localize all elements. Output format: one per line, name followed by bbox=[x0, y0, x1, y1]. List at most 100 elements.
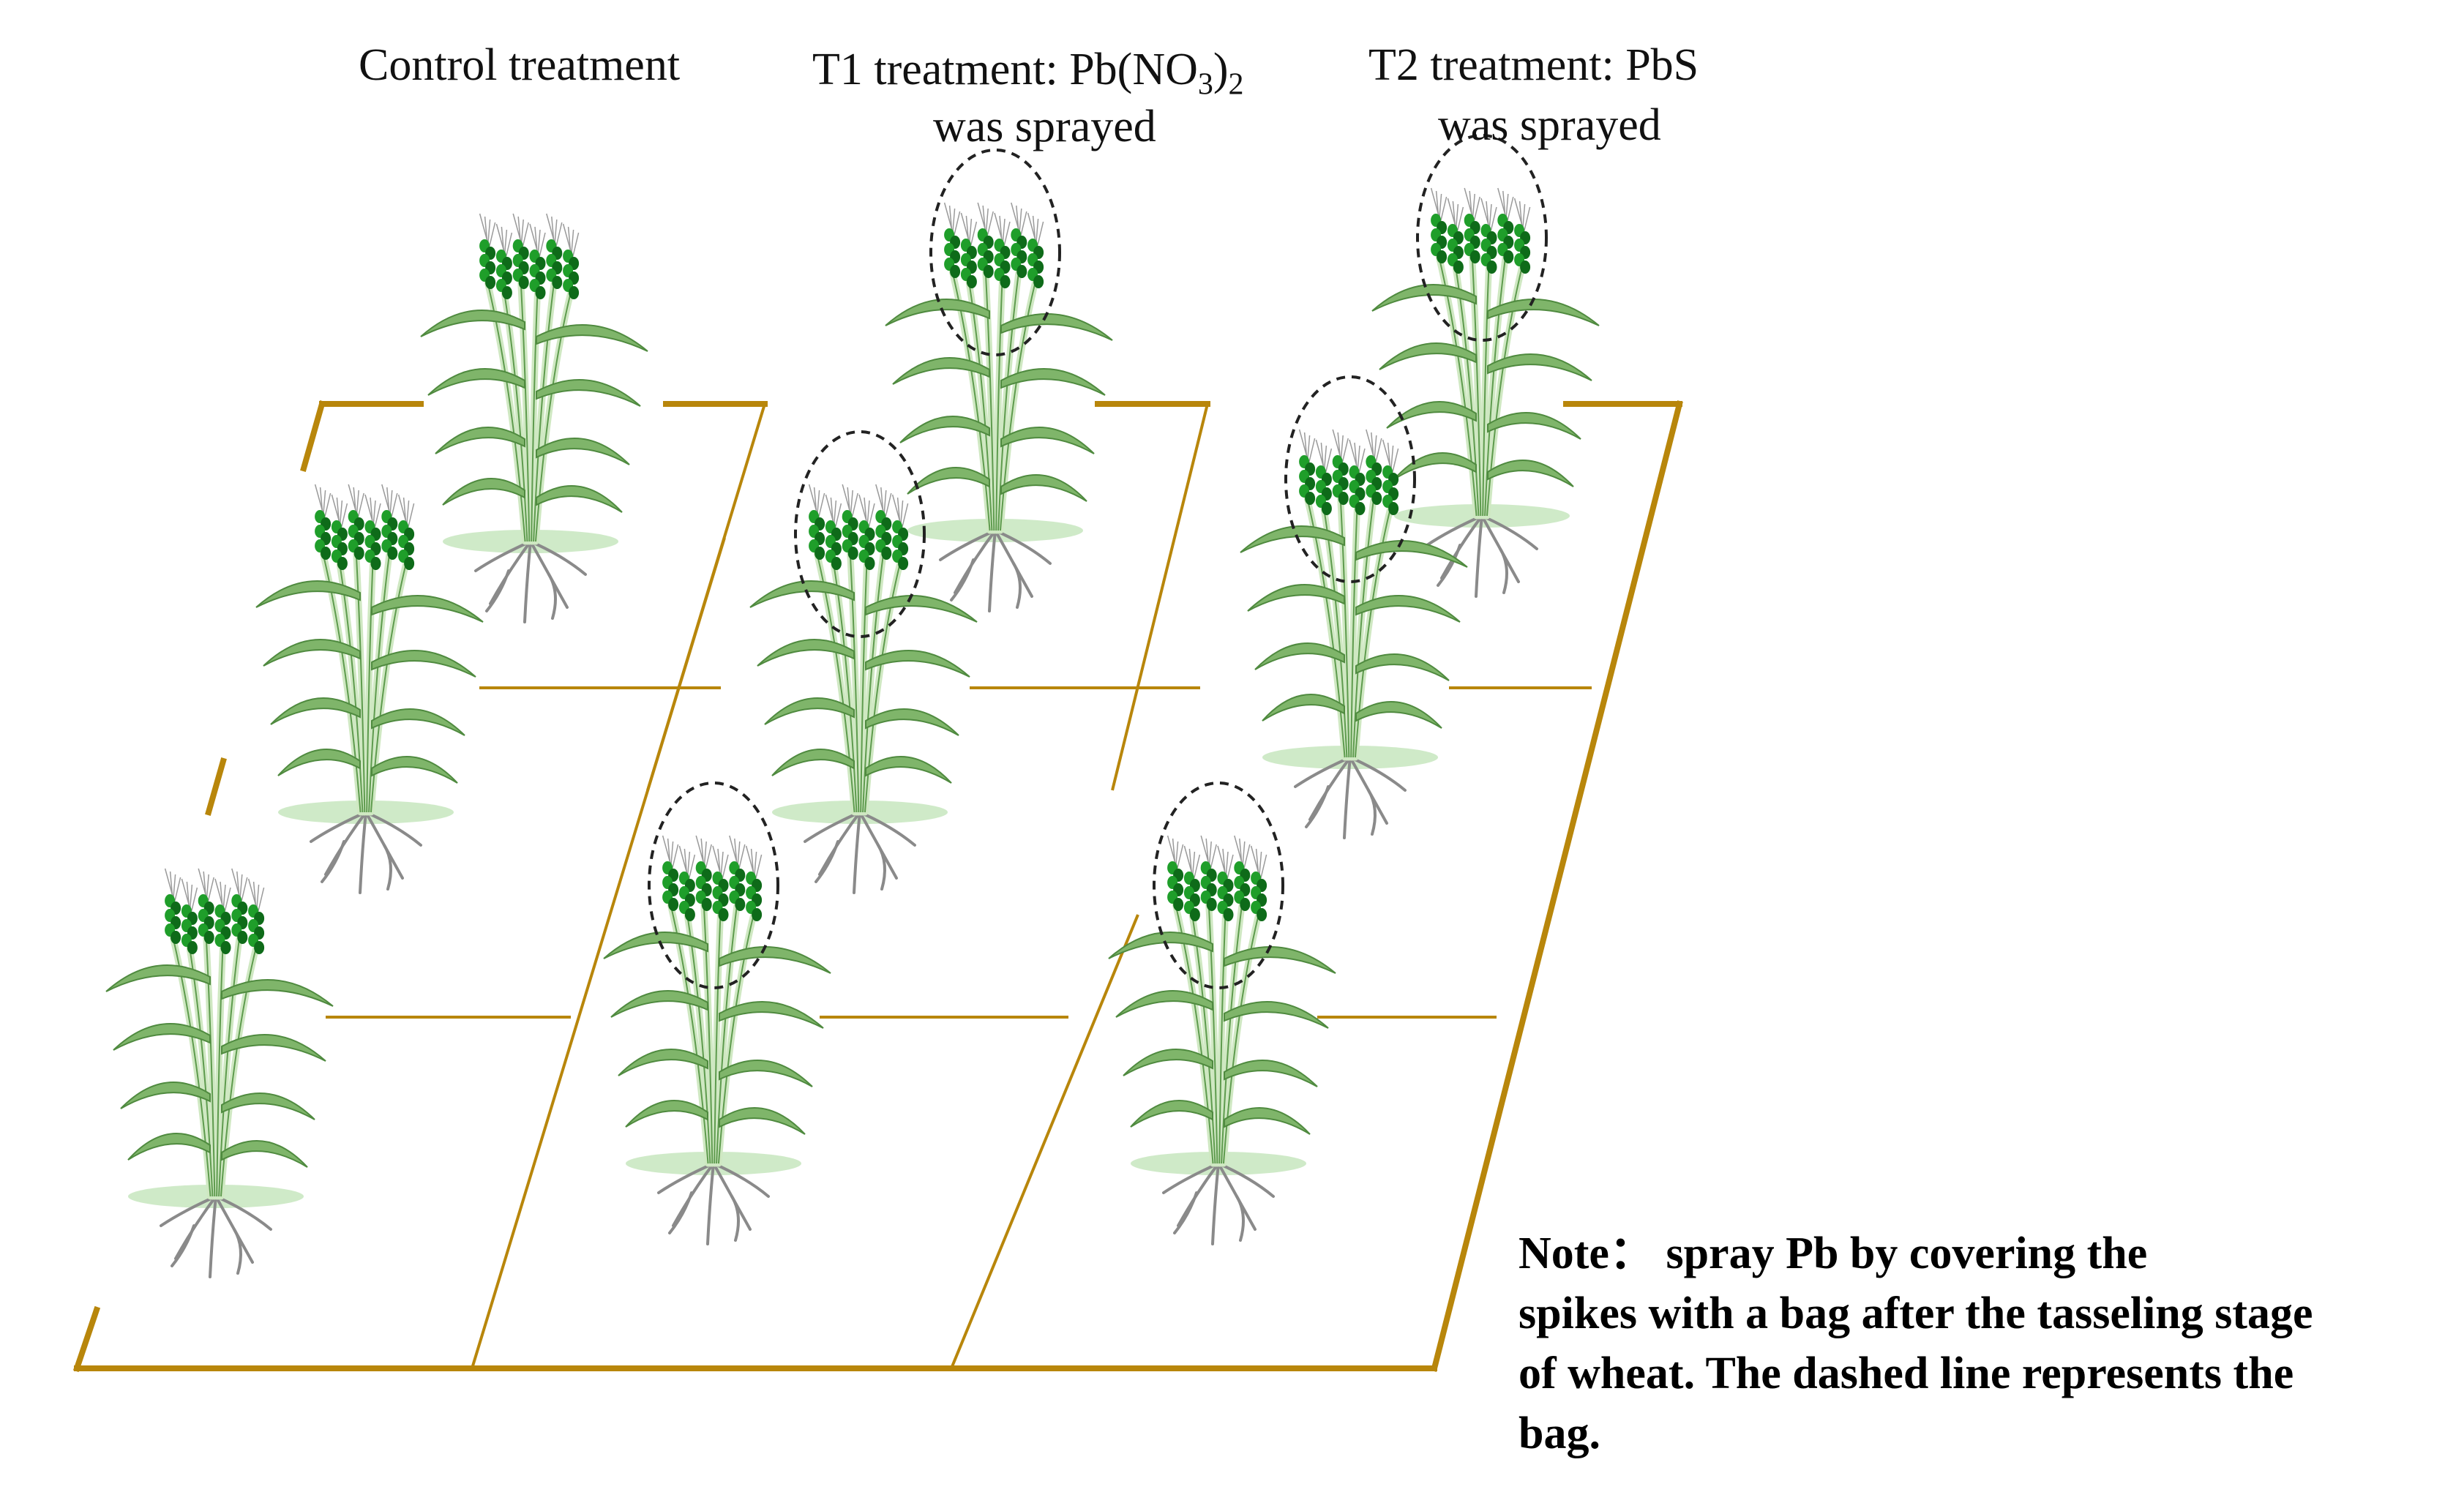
root-strand bbox=[171, 1224, 195, 1267]
plant-roots bbox=[310, 811, 422, 894]
plant-leaves bbox=[105, 964, 334, 1168]
grain bbox=[1371, 492, 1382, 505]
root-strand bbox=[1211, 1162, 1220, 1245]
t1-sub-3: 3 bbox=[1197, 67, 1213, 102]
grain bbox=[1437, 250, 1448, 263]
leaf bbox=[771, 749, 855, 776]
grain bbox=[735, 898, 746, 911]
grain bbox=[485, 276, 496, 289]
stem-outline bbox=[1482, 266, 1490, 517]
stem-outline bbox=[218, 936, 241, 1197]
grain bbox=[815, 547, 825, 560]
leaf bbox=[1355, 653, 1450, 681]
leaf bbox=[618, 1049, 708, 1076]
grain bbox=[983, 265, 994, 278]
stem-outline bbox=[1352, 497, 1375, 758]
plant-leaves bbox=[603, 932, 831, 1135]
leaf bbox=[764, 697, 855, 725]
leaf bbox=[435, 427, 525, 454]
grain bbox=[966, 275, 977, 288]
grain bbox=[1016, 265, 1027, 278]
grain bbox=[1355, 502, 1366, 515]
leaf bbox=[536, 324, 648, 352]
root-strand bbox=[668, 1191, 693, 1234]
label-t1-treatment: T1 treatment: Pb(NO3)2 bbox=[812, 40, 1244, 114]
plot-border-segment bbox=[205, 757, 227, 816]
grain bbox=[203, 931, 214, 944]
leaf bbox=[719, 1060, 813, 1087]
grain bbox=[864, 557, 875, 570]
root-strand bbox=[1437, 544, 1461, 587]
plant-spikes bbox=[1430, 187, 1531, 274]
wheat-plant bbox=[1108, 782, 1336, 1245]
grain bbox=[1338, 492, 1349, 505]
wheat-plant bbox=[105, 868, 334, 1278]
grain bbox=[1206, 898, 1217, 911]
leaf bbox=[1000, 427, 1095, 454]
grain bbox=[1189, 908, 1200, 921]
note-line-4: bag. bbox=[1519, 1409, 1600, 1458]
grain bbox=[387, 547, 398, 560]
plant-stem-outlines bbox=[1438, 255, 1524, 517]
grain bbox=[404, 557, 415, 570]
root-strand bbox=[1173, 1191, 1198, 1234]
plant-leaves bbox=[749, 580, 978, 784]
root-strand bbox=[523, 540, 532, 623]
stem-outline bbox=[997, 270, 1020, 531]
leaf bbox=[221, 1140, 308, 1168]
leaf bbox=[120, 1082, 211, 1109]
leaf bbox=[719, 946, 831, 974]
leaf bbox=[371, 708, 465, 736]
leaf bbox=[1355, 540, 1468, 568]
plant-roots bbox=[474, 540, 587, 623]
grain bbox=[1305, 492, 1316, 505]
stem-outline bbox=[703, 903, 714, 1164]
leaf bbox=[719, 1107, 806, 1135]
grain bbox=[881, 547, 892, 560]
stem-outline bbox=[531, 291, 539, 542]
leaf bbox=[371, 650, 476, 678]
plant-leaves bbox=[1371, 284, 1600, 487]
leaf bbox=[1355, 701, 1442, 729]
leaf bbox=[442, 478, 525, 506]
root-strand bbox=[233, 1228, 242, 1275]
plot-border-segment bbox=[72, 1305, 101, 1373]
leaf bbox=[270, 697, 361, 725]
bag-dashed-outline bbox=[648, 782, 779, 989]
grain bbox=[1173, 898, 1184, 911]
leaf bbox=[1487, 353, 1592, 381]
grain bbox=[684, 908, 695, 921]
leaf bbox=[1000, 313, 1113, 341]
root-strand bbox=[988, 529, 997, 612]
plant-leaves bbox=[1108, 932, 1336, 1135]
grain bbox=[337, 557, 348, 570]
plant-roots bbox=[1162, 1162, 1275, 1245]
stem-outline bbox=[995, 280, 1003, 531]
note-line-1: Note： spray Pb by covering the bbox=[1519, 1229, 2148, 1278]
stem-outline bbox=[1350, 507, 1358, 758]
plant-roots bbox=[1294, 756, 1407, 839]
bag-dashed-outline bbox=[1153, 782, 1284, 989]
leaf bbox=[625, 1100, 708, 1128]
leaf bbox=[719, 1001, 824, 1029]
grain bbox=[898, 557, 909, 570]
grain bbox=[1388, 502, 1399, 515]
leaf bbox=[610, 990, 708, 1018]
stem-outline bbox=[984, 270, 995, 531]
root-strand bbox=[877, 844, 886, 891]
plant-roots bbox=[657, 1162, 770, 1245]
plant-roots bbox=[939, 529, 1052, 612]
root-strand bbox=[815, 840, 839, 883]
wheat-plant bbox=[420, 213, 648, 623]
plant-spikes bbox=[314, 484, 415, 570]
plot-border-segment bbox=[300, 400, 326, 472]
t1-title: T1 treatment: Pb(NO bbox=[812, 45, 1198, 94]
grain bbox=[237, 931, 248, 944]
plot-grid-line bbox=[471, 537, 726, 1369]
leaf bbox=[1130, 1100, 1213, 1128]
wheat-plant bbox=[255, 484, 484, 894]
grain bbox=[1503, 250, 1514, 263]
plant-leaves bbox=[1240, 525, 1468, 729]
plant-leaves bbox=[885, 299, 1113, 502]
wheat-plant bbox=[603, 782, 831, 1245]
